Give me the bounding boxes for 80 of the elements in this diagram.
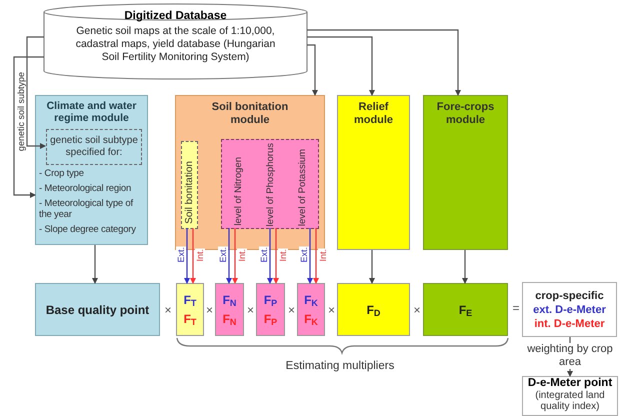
factor-box [221, 139, 319, 229]
factor-symbol: F$_{T}$ [184, 294, 196, 306]
factor-symbol: F$_{K}$ [304, 294, 318, 306]
factor-symbol: F$_{N}$ [222, 312, 236, 326]
multiplier-box [297, 283, 325, 336]
result-label: int. D-e-Meter [534, 316, 605, 330]
module-title: Fore-crops module [436, 101, 496, 127]
box-label: F$_{D}$ [366, 302, 380, 318]
factor-box [181, 141, 198, 229]
module-box [35, 95, 148, 245]
arrow [184, 228, 190, 284]
point-note: (integrated land quality index) [534, 390, 606, 412]
arrow [462, 250, 468, 284]
equals-sign: = [512, 301, 520, 315]
arrow [273, 228, 279, 284]
arrow [226, 228, 232, 284]
result-label: crop-specific [535, 288, 604, 302]
multiplier-box [256, 283, 285, 336]
module-box [337, 95, 410, 250]
arrow [26, 36, 46, 149]
brace-label: Estimating multipliers [286, 359, 394, 373]
arrow [232, 228, 238, 284]
factor-label: level of Phosphorus [264, 142, 276, 226]
arrow [307, 36, 375, 96]
list-item: - Meteorological type of the year [39, 198, 134, 220]
multiply-sign: × [413, 303, 420, 317]
factor-symbol: F$_{T}$ [184, 312, 196, 326]
factor-label: Soil bonitation [184, 161, 196, 224]
factor-symbol: F$_{P}$ [264, 312, 278, 326]
point-title: D-e-Meter point [528, 377, 612, 390]
result-box [522, 376, 618, 416]
arrow [13, 56, 44, 198]
multiplier-box [337, 283, 410, 336]
arrow [267, 228, 273, 284]
edge-label: Ext. [259, 247, 269, 263]
edge-label: Ext. [299, 247, 309, 263]
dashed-box [46, 129, 142, 165]
multiplier-box [176, 283, 204, 336]
multiply-sign: × [328, 303, 335, 317]
factor-symbol: F$_{K}$ [304, 312, 318, 326]
factor-label: level of Potassium [296, 148, 308, 226]
edge-label: Ext. [218, 247, 228, 263]
arrow [307, 44, 318, 96]
arrow [92, 245, 98, 284]
factor-label: level of Nitrogen [232, 157, 244, 226]
box-label: F$_{E}$ [458, 302, 472, 318]
edge-label: Int. [237, 248, 247, 262]
edge-label: Int. [195, 248, 205, 262]
edge-label: genetic soil subtype [16, 72, 26, 152]
multiply-sign: × [288, 303, 295, 317]
module-title: Soil bonitation module [210, 101, 290, 127]
arrow [307, 29, 461, 96]
list-item: - Slope degree category [39, 224, 137, 235]
module-box [423, 95, 508, 250]
arrow [313, 228, 319, 284]
result-box [522, 282, 617, 337]
module-title: Climate and water regime module [46, 100, 138, 124]
database-title: Digitized Database [124, 9, 227, 23]
list-item: - Crop type [39, 168, 85, 179]
edge-label: Int. [318, 248, 328, 262]
arrow [369, 250, 375, 284]
multiplier-box [423, 283, 508, 336]
result-box [35, 283, 160, 336]
multiply-sign: × [246, 303, 254, 317]
module-title: Relief module [352, 101, 394, 127]
multiply-sign: × [206, 303, 213, 317]
multiplier-box [215, 283, 244, 336]
edge-label: Int. [278, 248, 288, 262]
note-text: genetic soil subtype specified for: [49, 135, 139, 159]
list-item: - Meteorological region [39, 183, 132, 194]
box-label: Base quality point [46, 302, 150, 318]
result-label: ext. D-e-Meter [533, 302, 606, 316]
factor-symbol: F$_{P}$ [264, 294, 278, 306]
multiply-sign: × [164, 303, 172, 317]
edge-label: Ext. [176, 247, 186, 263]
database-description: Genetic soil maps at the scale of 1:10,000, cadastral maps, yield database (Hungarian Soil Fertility Monitoring System) [74, 25, 276, 64]
database-cylinder [43, 3, 308, 80]
arrow [307, 228, 313, 284]
arrow [190, 228, 196, 284]
factor-symbol: F$_{N}$ [222, 294, 236, 306]
